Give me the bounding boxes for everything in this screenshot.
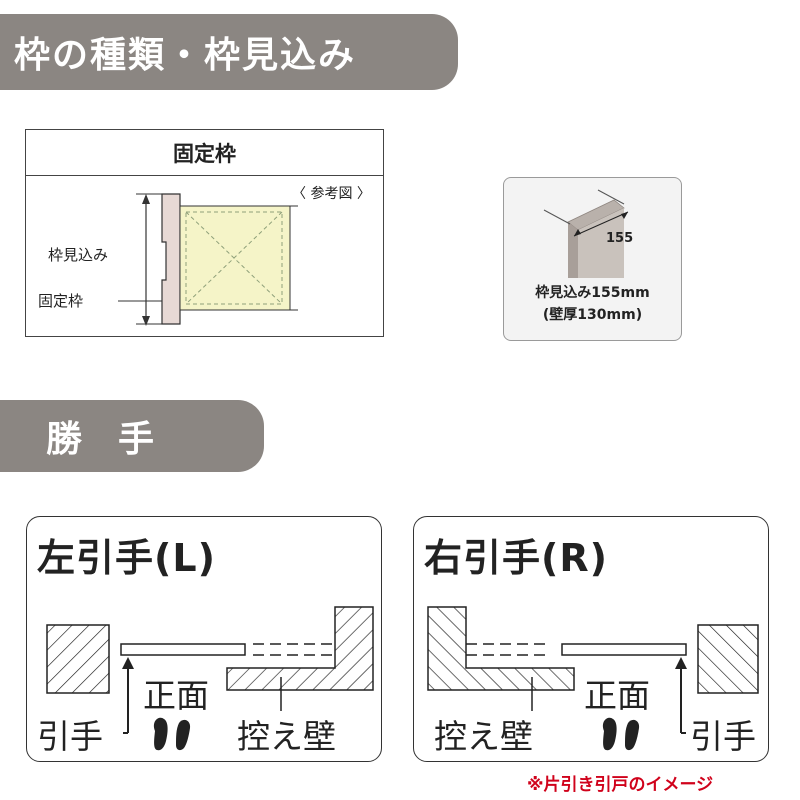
- frame-section-drawing: [118, 193, 298, 326]
- handing-section-banner: 勝 手: [0, 400, 264, 472]
- door-inner-outline: [185, 211, 283, 305]
- frame-side-face: [568, 222, 578, 278]
- left-wall-label: 控え壁: [237, 717, 336, 756]
- left-pull-diagram: [46, 606, 374, 751]
- frame-section-title: 枠の種類・枠見込み: [14, 35, 357, 76]
- right-pull-diagram: [427, 606, 759, 751]
- frame-section-banner: 枠の種類・枠見込み: [0, 14, 458, 90]
- frame-3d-illustration: [543, 189, 629, 278]
- dimension-arrow-top: [142, 194, 150, 204]
- right-front-label: 正面: [584, 676, 650, 715]
- footprints-icon: [153, 717, 191, 751]
- frame-depth-photo-card: 155 枠見込み155mm (壁厚130mm): [503, 177, 682, 341]
- frame-depth-label: 枠見込み: [48, 246, 109, 264]
- frame-profile: [161, 193, 181, 325]
- photo-caption-line2: (壁厚130mm): [542, 307, 643, 323]
- right-pull-title: 右引手(R): [424, 536, 608, 580]
- left-pull-label: 引手: [37, 717, 103, 756]
- image-footnote: ※片引き引戸のイメージ: [527, 775, 714, 795]
- right-wall: [697, 624, 759, 694]
- handing-section-title: 勝 手: [46, 419, 155, 460]
- door-leaf: [120, 643, 246, 656]
- left-wall: [46, 624, 110, 694]
- control-wall: [427, 606, 575, 691]
- fixed-frame-title: 固定枠: [26, 130, 383, 176]
- control-wall: [226, 606, 374, 691]
- right-pull-card: 右引手(R) 正面 控え壁 引手: [413, 516, 769, 762]
- photo-caption-line1: 枠見込み155mm: [535, 285, 650, 301]
- dimension-arrow-line: [573, 211, 629, 237]
- left-pull-card: 左引手(L) 正面 引手 控え壁: [26, 516, 382, 762]
- fixed-frame-diagram: 固定枠 〈 参考図 〉 枠見込み 固定枠: [25, 129, 384, 337]
- fixed-frame-label: 固定枠: [38, 292, 84, 310]
- frame-front-face: [578, 208, 624, 278]
- dimension-155-label: 155: [606, 231, 634, 246]
- right-wall-label: 控え壁: [434, 717, 533, 756]
- right-pull-label: 引手: [690, 717, 756, 756]
- reference-label: 〈 参考図 〉: [292, 186, 371, 202]
- door-diagonal-2: [185, 211, 283, 305]
- left-pull-title: 左引手(L): [37, 536, 216, 580]
- dimension-arrow-bottom: [142, 316, 150, 326]
- footprints-icon: [602, 717, 640, 751]
- door-leaf: [561, 643, 687, 656]
- left-front-label: 正面: [143, 676, 209, 715]
